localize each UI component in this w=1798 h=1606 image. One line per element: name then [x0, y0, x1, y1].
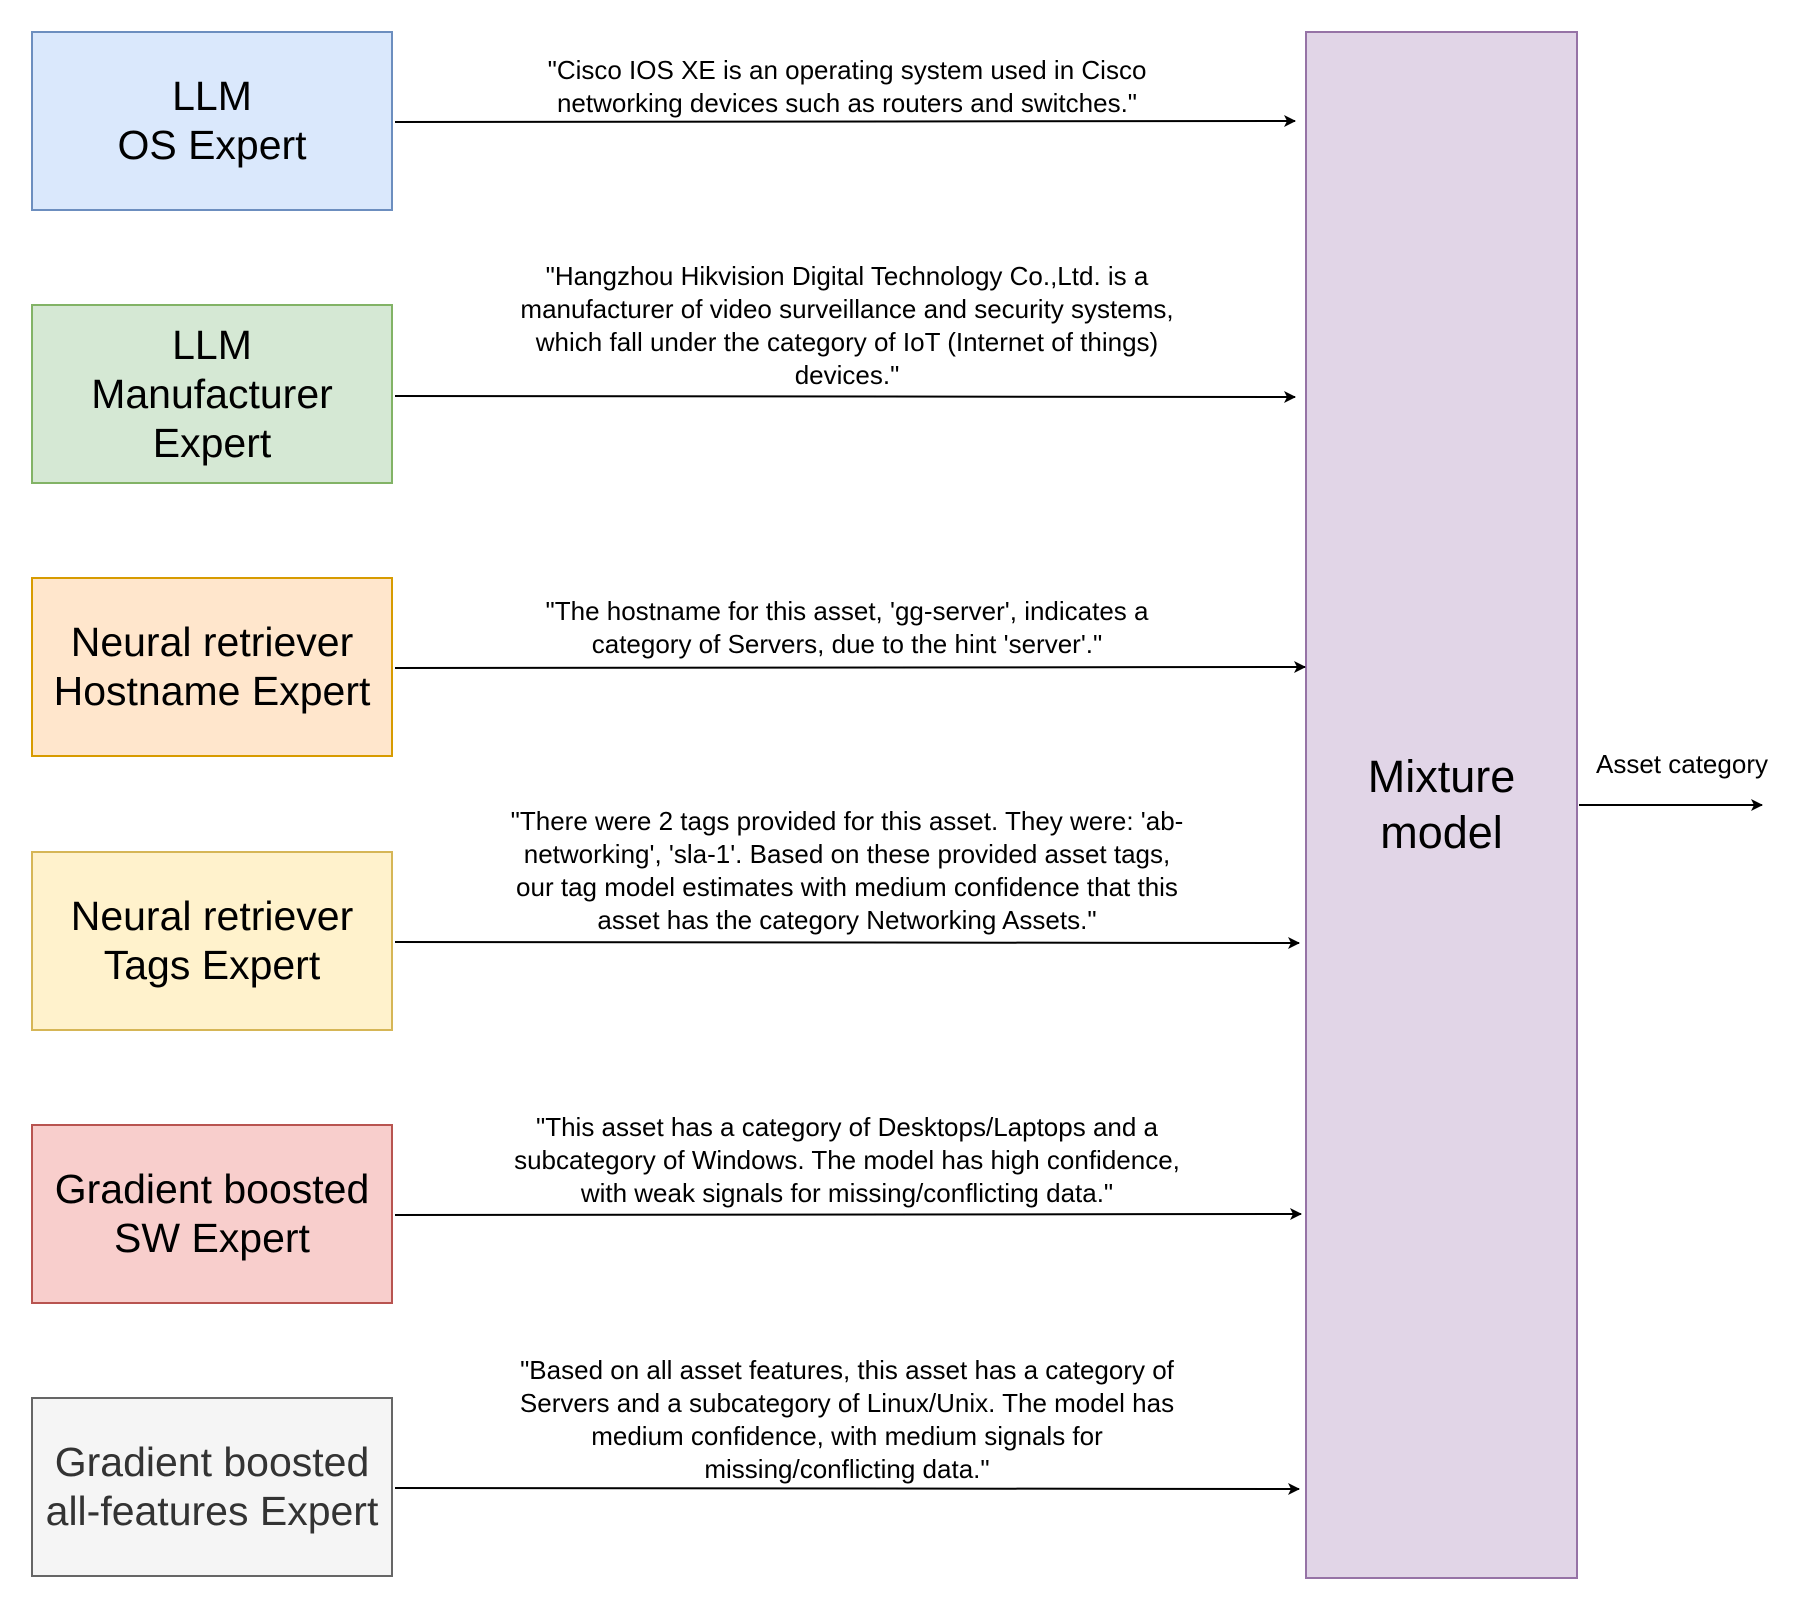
expert-label: Neural retriever Hostname Expert	[53, 619, 371, 714]
expert-label: Gradient boosted SW Expert	[54, 1166, 370, 1261]
os-expert-message: "Cisco IOS XE is an operating system use…	[547, 55, 1147, 118]
expert-label: Neural retriever Tags Expert	[70, 893, 354, 988]
sw-expert-box: Gradient boosted SW Expert	[31, 1124, 393, 1304]
arrow-manufacturer-to-mixture	[394, 390, 1296, 403]
llm-os-expert-box: LLM OS Expert	[31, 31, 393, 211]
arrow-os-to-mixture	[394, 115, 1296, 128]
tags-expert-box: Neural retriever Tags Expert	[31, 851, 393, 1031]
arrow-sw-to-mixture	[394, 1208, 1302, 1221]
all-features-expert-message: "Based on all asset features, this asset…	[519, 1355, 1175, 1484]
mixture-model-box: Mixture model	[1305, 31, 1578, 1579]
arrow-hostname-to-mixture	[394, 661, 1306, 674]
tags-expert-message: "There were 2 tags provided for this ass…	[510, 806, 1184, 935]
sw-expert-message: "This asset has a category of Desktops/L…	[514, 1112, 1180, 1208]
manufacturer-expert-message: "Hangzhou Hikvision Digital Technology C…	[520, 261, 1174, 390]
output-label: Asset category	[1596, 749, 1768, 779]
llm-manufacturer-expert-box: LLM Manufacturer Expert	[31, 304, 393, 484]
arrow-all-features-to-mixture	[394, 1482, 1300, 1495]
mixture-model-label: Mixture model	[1367, 751, 1516, 858]
expert-label: Gradient boosted all-features Expert	[45, 1439, 379, 1534]
all-features-expert-box: Gradient boosted all-features Expert	[31, 1397, 393, 1577]
hostname-expert-box: Neural retriever Hostname Expert	[31, 577, 393, 757]
expert-label: LLM OS Expert	[117, 73, 307, 168]
arrow-tags-to-mixture	[394, 936, 1300, 949]
hostname-expert-message: "The hostname for this asset, 'gg-server…	[545, 596, 1149, 659]
expert-label: LLM Manufacturer Expert	[91, 321, 333, 466]
